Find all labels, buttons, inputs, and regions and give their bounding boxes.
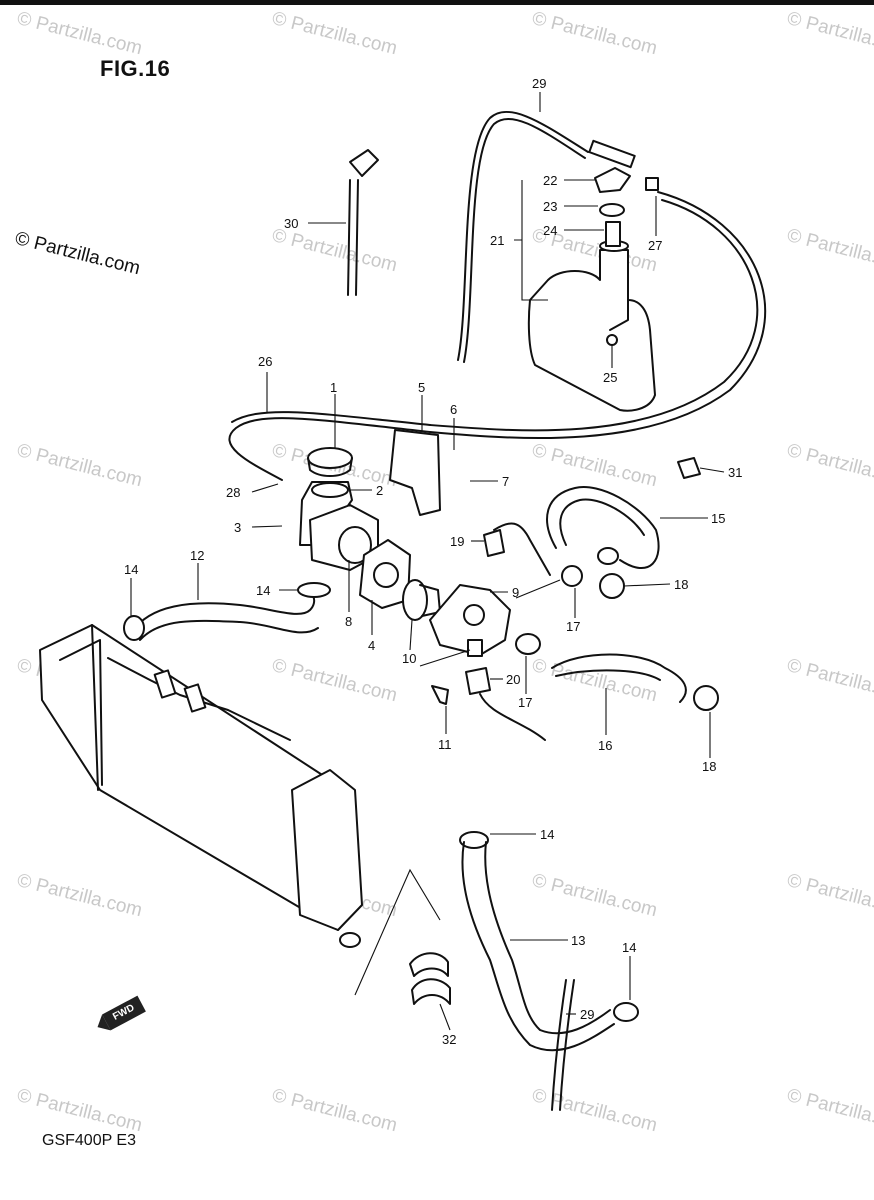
top-border xyxy=(0,0,874,5)
callout-14c: 14 xyxy=(540,827,554,842)
hose-joint xyxy=(588,139,636,169)
temp-sensor xyxy=(483,529,505,557)
callout-5: 5 xyxy=(418,380,425,395)
hose-12 xyxy=(131,589,316,633)
callout-29b: 29 xyxy=(580,1007,594,1022)
callout-14b: 14 xyxy=(256,583,270,598)
overflow-hose-long xyxy=(228,191,767,481)
reservoir-cap xyxy=(594,167,631,193)
cap-seal xyxy=(599,203,625,217)
hose-clamp-14b xyxy=(297,582,331,598)
hose-clamp-14c xyxy=(459,831,489,849)
hose-clamp-14a xyxy=(123,615,145,641)
thermostat xyxy=(402,579,428,621)
callout-4: 4 xyxy=(368,638,375,653)
callout-9: 9 xyxy=(512,585,519,600)
callout-17a: 17 xyxy=(566,619,580,634)
callout-30: 30 xyxy=(284,216,298,231)
hose-13 xyxy=(461,841,615,1052)
callout-23: 23 xyxy=(543,199,557,214)
callout-10: 10 xyxy=(402,651,416,666)
callout-31: 31 xyxy=(728,465,742,480)
callout-14a: 14 xyxy=(124,562,138,577)
overflow-hose-upper xyxy=(457,111,589,361)
bracket xyxy=(389,429,441,516)
callout-20: 20 xyxy=(506,672,520,687)
hose-clamp-18a xyxy=(599,573,625,599)
callout-1: 1 xyxy=(330,380,337,395)
callout-32: 32 xyxy=(442,1032,456,1047)
callout-11: 11 xyxy=(438,737,452,752)
temp-gauge-sender xyxy=(465,667,491,695)
callout-22: 22 xyxy=(543,173,557,188)
hose-16 xyxy=(551,653,687,703)
hose-15 xyxy=(546,486,660,570)
tank-bolt-icon xyxy=(606,334,618,346)
callout-labels: 1 2 3 4 5 6 7 8 9 10 11 12 13 14 14 14 1… xyxy=(124,76,742,1047)
callout-14d: 14 xyxy=(622,940,636,955)
leader-lines xyxy=(130,92,725,1031)
callout-8: 8 xyxy=(345,614,352,629)
callout-24: 24 xyxy=(543,223,557,238)
hose-clamp-18b xyxy=(693,685,719,711)
callout-26: 26 xyxy=(258,354,272,369)
model-code: GSF400P E3 xyxy=(42,1132,136,1149)
callout-2: 2 xyxy=(376,483,383,498)
hose-clip-31 xyxy=(677,457,701,479)
callout-16: 16 xyxy=(598,738,612,753)
hose-clamp-17b xyxy=(515,633,541,655)
callout-18a: 18 xyxy=(674,577,688,592)
callout-3: 3 xyxy=(234,520,241,535)
hose-clip-27 xyxy=(645,177,659,191)
hose-clamp-32 xyxy=(409,952,449,977)
filler-pipe xyxy=(605,221,621,247)
callout-28: 28 xyxy=(226,485,240,500)
callout-19: 19 xyxy=(450,534,464,549)
callout-13: 13 xyxy=(571,933,585,948)
callout-29a: 29 xyxy=(532,76,546,91)
callout-7: 7 xyxy=(502,474,509,489)
hose-clamp-14d xyxy=(613,1002,639,1022)
callout-21: 21 xyxy=(490,233,504,248)
hose-29-lower xyxy=(551,979,575,1111)
callout-27: 27 xyxy=(648,238,662,253)
hose-clamp-17a xyxy=(561,565,583,587)
callout-25: 25 xyxy=(603,370,617,385)
reservoir-tank xyxy=(527,249,656,412)
radiator-cap xyxy=(307,447,353,469)
callout-15: 15 xyxy=(711,511,725,526)
callout-6: 6 xyxy=(450,402,457,417)
hose-30 xyxy=(347,179,359,296)
bolt-11 xyxy=(431,685,449,705)
callout-12: 12 xyxy=(190,548,204,563)
callout-18b: 18 xyxy=(702,759,716,774)
callout-17b: 17 xyxy=(518,695,532,710)
figure-title: FIG.16 xyxy=(100,56,171,81)
